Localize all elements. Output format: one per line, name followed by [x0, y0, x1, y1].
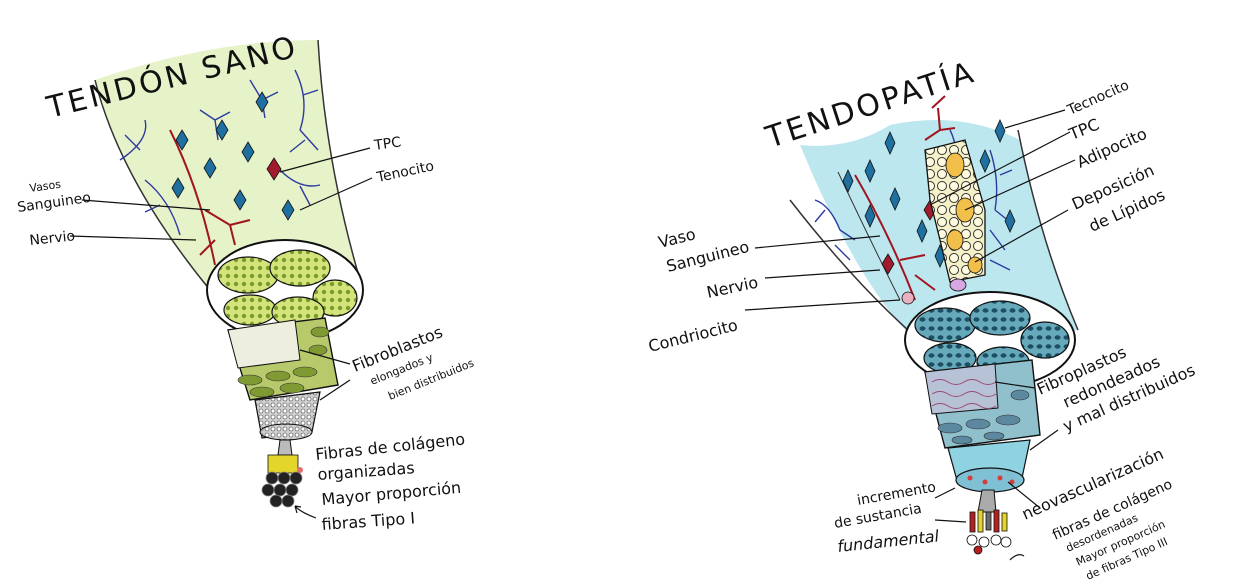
chondrocyte-cell	[902, 292, 914, 304]
label-fibras-colageno: Fibras de colágeno	[314, 429, 465, 464]
label-fundamental: fundamental	[836, 526, 940, 556]
label-mayor-proporcion: Mayor proporción	[321, 478, 462, 509]
collagen-fibrils	[262, 455, 303, 507]
label-tpc: TPC	[1065, 115, 1101, 144]
label-vasos-1: Vasos	[29, 178, 62, 195]
label-fibras-tipo-i: fibras Tipo I	[321, 509, 416, 534]
label-tenocito: Tenocito	[375, 158, 436, 186]
tendinopathy-panel: TENDOPATÍA Tecnocito TPC Adipocito Depos…	[646, 54, 1198, 583]
label-condriocito: Condriocito	[646, 315, 739, 356]
label-nervio: Nervio	[705, 272, 760, 301]
collagen-fibrils	[967, 510, 1011, 554]
label-vasos-2: Sanguineo	[16, 190, 92, 216]
label-tpc: TPC	[372, 134, 402, 154]
healthy-tendon-panel: TENDÓN SANO TPC Tenocito Vasos Sanguineo…	[16, 28, 476, 534]
chondrocyte	[950, 279, 966, 291]
label-nervio: Nervio	[29, 228, 76, 249]
label-vaso: Vaso	[656, 224, 697, 252]
label-tecnocito: Tecnocito	[1064, 77, 1131, 119]
